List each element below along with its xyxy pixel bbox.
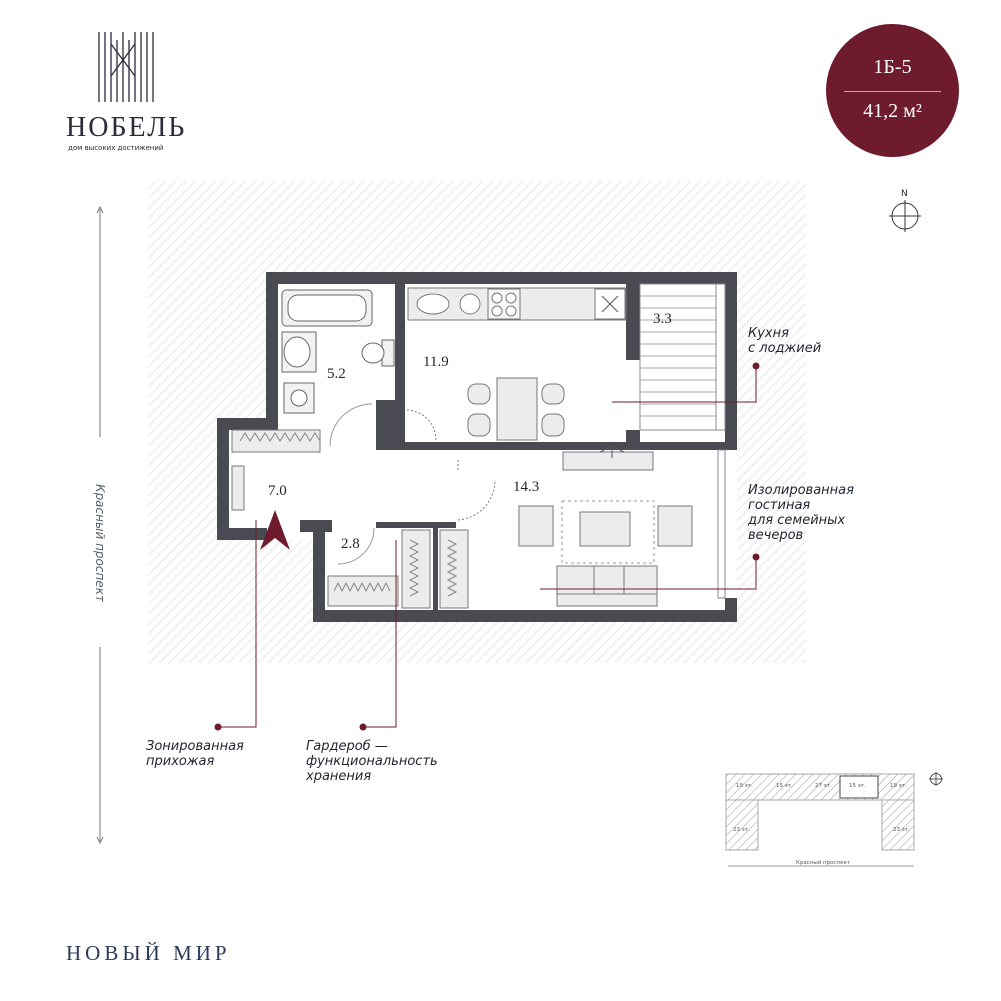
- room-area-wardrobe: 2.8: [341, 536, 360, 552]
- key-plan-street: Красный проспект: [796, 860, 851, 866]
- compass-icon: [889, 200, 921, 232]
- toilet: [361, 339, 395, 367]
- compass-label: N: [901, 189, 908, 199]
- loggia: [639, 283, 726, 431]
- room-area-bathroom: 5.2: [327, 366, 346, 382]
- living-window: [717, 449, 726, 599]
- hall-wardrobe: [231, 429, 321, 453]
- logo-mark: [98, 32, 154, 102]
- key-plan: [725, 773, 915, 851]
- key-plan-floor: 23 эт.: [893, 827, 910, 833]
- washing-machine: [283, 382, 315, 414]
- wardrobe-storage: [327, 529, 469, 609]
- callout-hall: Зонированная прихожая: [146, 739, 244, 769]
- logo-tagline: дом высоких достижений: [68, 144, 164, 152]
- hall-door: [457, 460, 496, 521]
- key-plan-floor: 19 эт.: [890, 783, 907, 789]
- key-plan-floor: 15 эт.: [776, 783, 793, 789]
- living-furniture: [518, 445, 693, 607]
- kitchen-door: [406, 409, 437, 441]
- hall-bench: [231, 465, 245, 511]
- room-area-living: 14.3: [513, 479, 540, 495]
- key-plan-compass-icon: [929, 772, 943, 786]
- callout-lines: [218, 367, 757, 728]
- logo-name: НОБЕЛЬ: [66, 112, 187, 143]
- callout-wardrobe: Гардероб — функциональность хранения: [306, 739, 438, 784]
- key-plan-floor: 23 эт.: [733, 827, 750, 833]
- key-plan-floor: 19 эт.: [736, 783, 753, 789]
- street-axis: [96, 205, 104, 845]
- walls: [217, 272, 737, 622]
- callout-living: Изолированная гостиная для семейных вече…: [748, 483, 854, 543]
- apartment-badge: 1Б-5 41,2 м²: [826, 24, 959, 157]
- dining-set: [467, 377, 565, 441]
- badge-divider: [844, 91, 941, 92]
- room-area-loggia: 3.3: [653, 311, 672, 327]
- room-area-kitchen: 11.9: [423, 354, 449, 370]
- callout-kitchen: Кухня с лоджией: [748, 326, 822, 356]
- key-plan-floor: 27 эт.: [815, 783, 832, 789]
- key-plan-floor: 15 эт.: [849, 783, 866, 789]
- wardrobe-door: [337, 527, 375, 565]
- apartment-area: 41,2 м²: [863, 100, 922, 122]
- project-name: НОВЫЙ МИР: [66, 941, 231, 965]
- bathtub: [281, 289, 373, 327]
- kitchen-counter: [407, 287, 627, 321]
- apartment-code: 1Б-5: [873, 56, 912, 78]
- entrance-arrow-icon: [260, 510, 290, 550]
- washbasin: [281, 331, 317, 373]
- bathroom-door: [329, 403, 373, 447]
- room-area-hall: 7.0: [268, 483, 287, 499]
- callout-dots: [214, 362, 760, 731]
